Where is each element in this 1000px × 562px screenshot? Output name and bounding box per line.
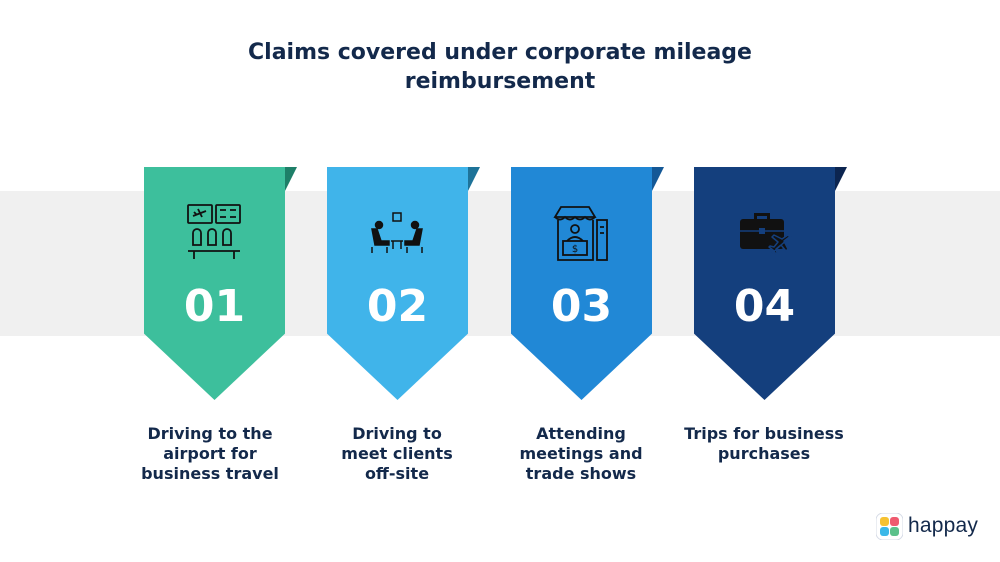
step-number: 04 — [733, 281, 796, 332]
page-title: Claims covered under corporate mileage r… — [0, 38, 1000, 96]
brand-name: happay — [908, 514, 979, 537]
label-line: meetings and — [519, 444, 643, 463]
step-label-2: Driving to meet clients off-site — [307, 424, 487, 484]
client-meeting-icon — [371, 212, 423, 253]
step-card-2: 02 — [327, 167, 480, 400]
ribbon-fold — [835, 167, 847, 191]
step-card-3: $ 03 — [511, 167, 664, 400]
label-line: off-site — [364, 464, 430, 483]
label-line: Trips for business — [684, 424, 844, 443]
title-line-1: Claims covered under corporate mileage — [248, 40, 752, 65]
label-line: meet clients — [341, 444, 453, 463]
happay-logo-icon — [876, 513, 903, 540]
label-line: trade shows — [525, 464, 637, 483]
ribbon-fold — [652, 167, 664, 191]
step-number: 01 — [183, 281, 246, 332]
ribbon-fold — [468, 167, 480, 191]
label-line: Driving to — [352, 424, 442, 443]
label-line: Driving to the — [147, 424, 273, 443]
step-label-4: Trips for business purchases — [664, 424, 864, 464]
label-line: Attending — [536, 424, 626, 443]
step-number: 02 — [366, 281, 429, 332]
title-line-2: reimbursement — [404, 69, 596, 94]
trade-booth-icon: $ — [553, 206, 608, 261]
step-label-3: Attending meetings and trade shows — [491, 424, 671, 484]
airport-icon — [187, 204, 241, 259]
step-label-1: Driving to the airport for business trav… — [120, 424, 300, 484]
label-line: business travel — [141, 464, 279, 483]
step-card-1: 01 — [144, 167, 297, 400]
svg-text:$: $ — [572, 244, 578, 255]
briefcase-plane-icon — [740, 213, 793, 256]
label-line: airport for — [163, 444, 257, 463]
ribbon-fold — [285, 167, 297, 191]
step-number: 03 — [550, 281, 613, 332]
label-line: purchases — [717, 444, 811, 463]
step-card-4: 04 — [694, 167, 847, 400]
